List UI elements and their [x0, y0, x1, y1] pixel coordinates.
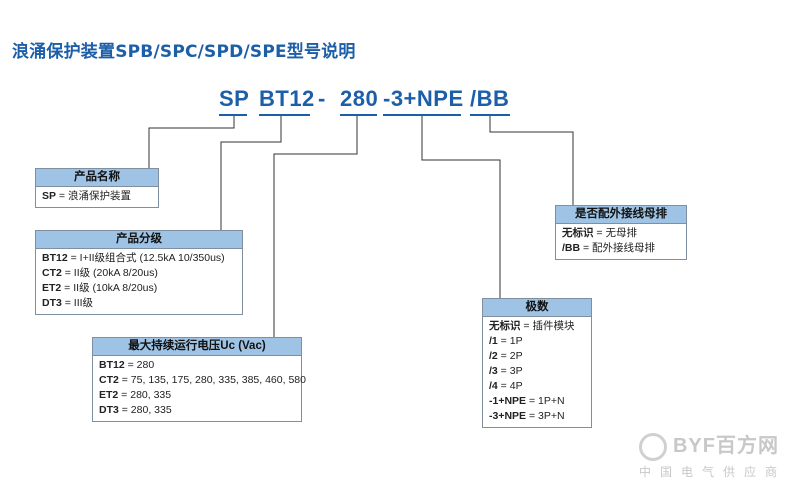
underline-npe	[383, 114, 461, 116]
underline-280	[340, 114, 377, 116]
underline-sp	[219, 114, 247, 116]
underline-bb	[470, 114, 510, 116]
box-voltage-header: 最大持续运行电压Uc (Vac)	[93, 338, 301, 356]
watermark: BYF百方网 中国电气供应商	[638, 429, 786, 480]
list-item: BT12 = I+II级组合式 (12.5kA 10/350us)	[42, 252, 225, 264]
connector-sp	[148, 116, 235, 168]
box-product-class-header: 产品分级	[36, 231, 242, 249]
list-item: /2 = 2P	[489, 350, 523, 362]
connector-npe	[421, 116, 501, 298]
list-item: ET2 = 280, 335	[99, 389, 172, 401]
list-item: CT2 = II级 (20kA 8/20us)	[42, 267, 158, 279]
list-item: SP = 浪涌保护装置	[42, 190, 131, 202]
connector-280	[273, 116, 358, 337]
list-item: DT3 = 280, 335	[99, 404, 172, 416]
code-sp: SP	[219, 86, 250, 111]
code-npe: -3+NPE	[383, 86, 464, 111]
code-bb: /BB	[470, 86, 510, 111]
list-item: CT2 = 75, 135, 175, 280, 335, 385, 460, …	[99, 374, 306, 386]
code-bt12: BT12	[259, 86, 315, 111]
list-item: 无标识 = 插件模块	[489, 320, 575, 332]
box-product-name: 产品名称 SP = 浪涌保护装置	[35, 168, 159, 208]
watermark-subtitle: 中国电气供应商	[638, 465, 786, 479]
watermark-logo-text: BYF百方网	[672, 435, 779, 458]
connector-bt12	[220, 116, 282, 230]
box-poles-header: 极数	[483, 299, 591, 317]
underline-bt12	[259, 114, 310, 116]
list-item: -1+NPE = 1P+N	[489, 395, 565, 407]
connector-bb	[489, 116, 574, 205]
box-busbar-header: 是否配外接线母排	[556, 206, 686, 224]
list-item: -3+NPE = 3P+N	[489, 410, 565, 422]
list-item: BT12 = 280	[99, 359, 155, 371]
code-280: 280	[340, 86, 379, 111]
list-item: ET2 = II级 (10kA 8/20us)	[42, 282, 158, 294]
list-item: /4 = 4P	[489, 380, 523, 392]
list-item: DT3 = III级	[42, 297, 94, 309]
list-item: /BB = 配外接线母排	[562, 242, 656, 254]
page-title: 浪涌保护装置SPB/SPC/SPD/SPE型号说明	[12, 42, 356, 62]
box-product-class: 产品分级 BT12 = I+II级组合式 (12.5kA 10/350us) C…	[35, 230, 243, 315]
list-item: /3 = 3P	[489, 365, 523, 377]
list-item: 无标识 = 无母排	[562, 227, 637, 239]
code-dash: -	[318, 86, 326, 111]
box-product-name-header: 产品名称	[36, 169, 158, 187]
byf-logo-icon	[638, 433, 667, 461]
list-item: /1 = 1P	[489, 335, 523, 347]
box-busbar: 是否配外接线母排 无标识 = 无母排 /BB = 配外接线母排	[555, 205, 687, 260]
box-poles: 极数 无标识 = 插件模块 /1 = 1P /2 = 2P /3 = 3P /4…	[482, 298, 592, 428]
box-voltage: 最大持续运行电压Uc (Vac) BT12 = 280 CT2 = 75, 13…	[92, 337, 306, 422]
